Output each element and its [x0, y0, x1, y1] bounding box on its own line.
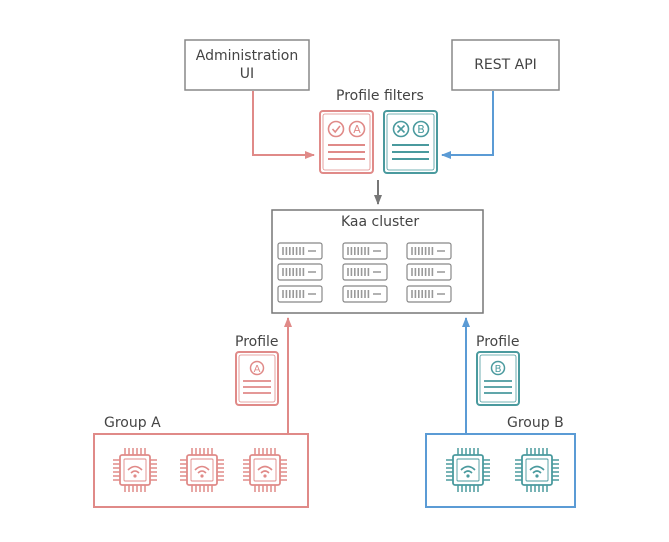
admin-ui-line2: UI — [239, 66, 255, 82]
filter-b-doc-icon: B — [383, 110, 438, 174]
profile-filters-label: Profile filters — [336, 88, 424, 104]
kaa-cluster-label: Kaa cluster — [341, 214, 420, 230]
group-a-label: Group A — [104, 415, 161, 431]
wifi-chip-icon — [180, 448, 224, 492]
server-unit-icon — [342, 242, 388, 260]
wifi-chip-icon — [243, 448, 287, 492]
profile-a-doc-icon: A — [235, 351, 279, 406]
admin-ui-line1: Administration — [195, 48, 299, 64]
profile-a-label: Profile — [235, 334, 279, 350]
rest-api-text: REST API — [474, 57, 537, 73]
server-unit-icon — [342, 285, 388, 303]
group-b-devices — [446, 448, 559, 492]
rest-api-box — [451, 39, 560, 91]
filter-a-badge: A — [353, 123, 361, 136]
admin-ui-label: Administration UI — [185, 40, 309, 90]
profile-b-doc-icon: B — [476, 351, 520, 406]
wifi-chip-icon — [113, 448, 157, 492]
wifi-chip-icon — [446, 448, 490, 492]
wifi-chip-icon — [515, 448, 559, 492]
server-racks — [277, 242, 452, 303]
admin-to-filter-arrow — [252, 91, 315, 159]
server-unit-icon — [406, 263, 452, 281]
server-unit-icon — [342, 263, 388, 281]
profile-a-badge: A — [254, 364, 261, 375]
server-unit-icon — [277, 263, 323, 281]
rest-to-filter-arrow — [441, 91, 494, 159]
server-unit-icon — [277, 242, 323, 260]
rest-api-label: REST API — [452, 40, 559, 90]
server-unit-icon — [406, 285, 452, 303]
admin-ui-box — [184, 39, 310, 91]
server-unit-icon — [277, 285, 323, 303]
filter-a-doc-icon: A — [319, 110, 374, 174]
filter-b-badge: B — [417, 123, 425, 136]
profile-b-label: Profile — [476, 334, 520, 350]
profile-b-badge: B — [495, 364, 502, 375]
group-a-devices — [113, 448, 287, 492]
server-unit-icon — [406, 242, 452, 260]
group-b-label: Group B — [507, 415, 564, 431]
